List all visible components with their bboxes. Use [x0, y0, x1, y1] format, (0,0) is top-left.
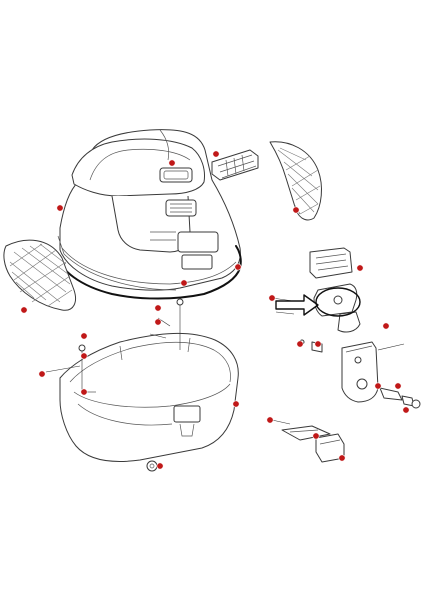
- red-dot-icon: [80, 388, 88, 396]
- red-dot-icon: [56, 204, 64, 212]
- top-case-lid: [57, 129, 241, 291]
- left-reflector: [3, 239, 76, 311]
- red-dot-icon: [394, 382, 402, 390]
- lid-seal: [57, 245, 242, 300]
- red-dot-icon: [266, 416, 274, 424]
- red-dot-icon: [180, 279, 188, 287]
- red-dot-icon: [234, 263, 242, 271]
- drain-plug: [146, 460, 158, 472]
- right-reflector: [269, 141, 322, 221]
- red-dot-icon: [154, 304, 162, 312]
- red-dot-icon: [314, 340, 322, 348]
- red-dot-icon: [80, 352, 88, 360]
- base-plate: [271, 419, 345, 463]
- red-dot-icon: [382, 322, 390, 330]
- red-dot-icon: [312, 432, 320, 440]
- red-dot-icon: [232, 400, 240, 408]
- top-case-base: [59, 333, 239, 462]
- callout-markers: [20, 150, 410, 470]
- red-dot-icon: [402, 406, 410, 414]
- red-dot-icon: [338, 454, 346, 462]
- latch-mechanism: [309, 247, 361, 333]
- red-dot-icon: [168, 159, 176, 167]
- red-dot-icon: [296, 340, 304, 348]
- red-dot-icon: [268, 294, 276, 302]
- red-dot-icon: [292, 206, 300, 214]
- hollow-arrow-icon: [275, 294, 319, 316]
- hinge-plate: [341, 341, 405, 403]
- red-dot-icon: [80, 332, 88, 340]
- red-dot-icon: [20, 306, 28, 314]
- lid-backrest: [211, 149, 259, 181]
- red-dot-icon: [38, 370, 46, 378]
- red-dot-icon: [374, 382, 382, 390]
- red-dot-icon: [212, 150, 220, 158]
- red-dot-icon: [356, 264, 364, 272]
- red-dot-icon: [156, 462, 164, 470]
- highlight-ellipse: [315, 287, 361, 317]
- red-dot-icon: [154, 318, 162, 326]
